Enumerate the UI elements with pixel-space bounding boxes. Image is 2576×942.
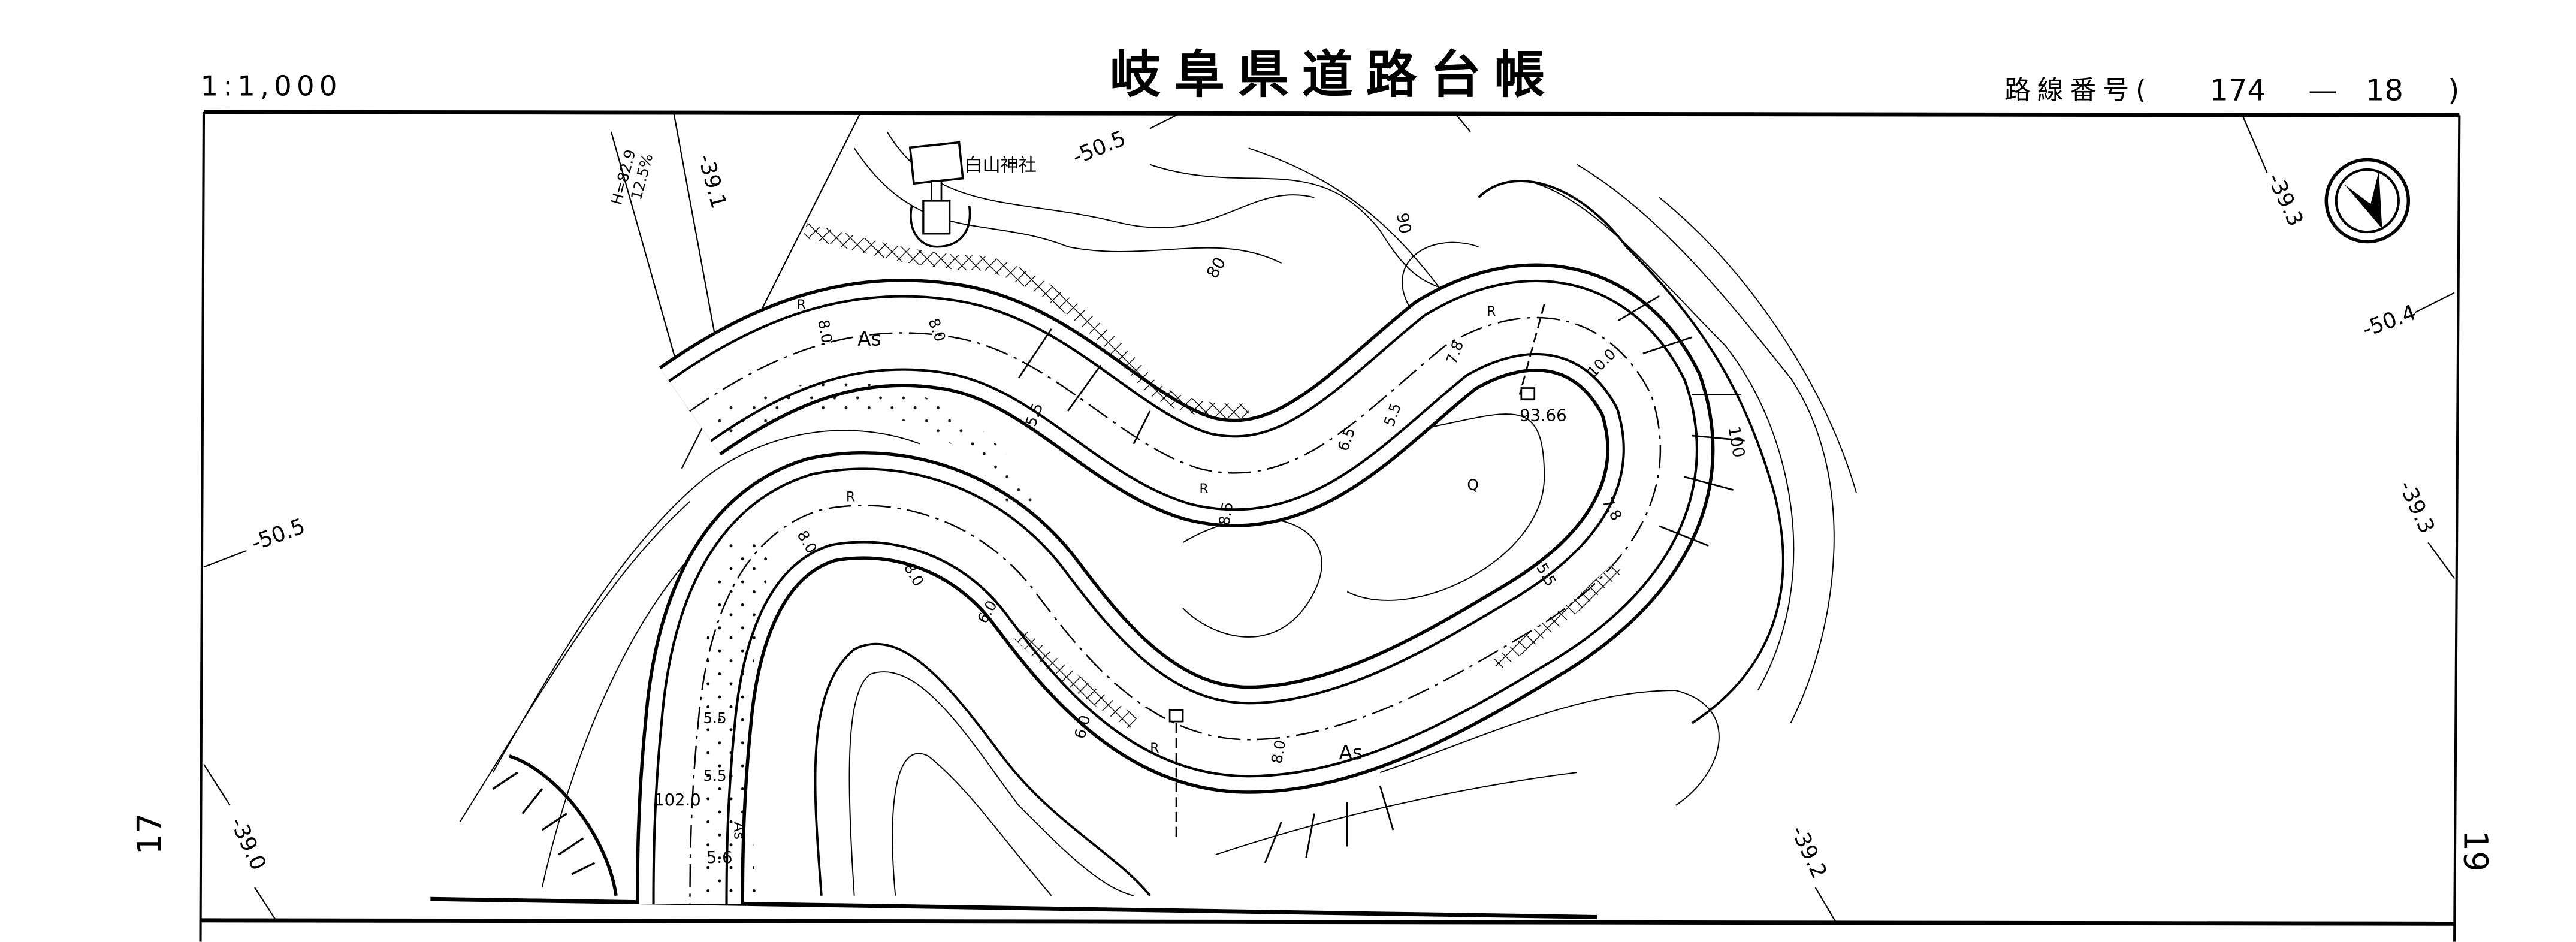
north-arrow-icon — [2324, 158, 2411, 244]
curb-label: R — [797, 298, 806, 313]
route-dash: — — [2308, 73, 2338, 108]
surface-label: As — [1339, 741, 1363, 764]
benchmark-note: H=82.9 12.5% — [608, 147, 656, 206]
curb-label: R — [1487, 304, 1496, 319]
contour-label: 80 — [1203, 254, 1230, 282]
grid-label: -50.5 — [1069, 126, 1130, 170]
grid-label: -39.0 — [225, 814, 271, 874]
elevation-label: 93.66 — [1520, 406, 1566, 425]
map-title: 岐阜県道路台帳 — [1110, 46, 1558, 105]
route-close: ) — [2448, 73, 2459, 108]
adjacent-sheet-right: 19 — [2457, 830, 2495, 872]
contour-label: 90 — [1393, 212, 1415, 236]
width-label: 5.5 — [703, 767, 726, 784]
route-label: 路線番号( — [2004, 75, 2152, 105]
contour-label: 100 — [1724, 425, 1748, 459]
grid-label: -50.4 — [2359, 300, 2420, 342]
road — [636, 223, 1745, 904]
width-label: 5.5 — [703, 709, 726, 727]
terrain-symbol: Q — [1467, 476, 1478, 494]
adjacent-sheet-left: 17 — [131, 813, 169, 855]
survey-point — [1168, 709, 1184, 723]
route-section: 18 — [2366, 73, 2403, 108]
route-number: 路線番号( 174 — 18 ) — [2004, 73, 2460, 108]
road-annotations: As As As 93.66 102.0 80 90 100 10.0 7.8 … — [654, 212, 1748, 867]
route-number-value: 174 — [2210, 73, 2266, 108]
grid-label: -39.2 — [1786, 822, 1831, 883]
width-label: 8.0 — [814, 318, 835, 345]
grid-label: -39.3 — [2394, 477, 2439, 538]
shrine-label: 白山神社 — [964, 155, 1037, 176]
surface-label: As — [731, 822, 748, 840]
grid-label: -39.1 — [693, 152, 731, 212]
width-label: 8.0 — [1268, 739, 1289, 765]
curb-label: R — [846, 490, 855, 505]
cliff-hatching — [492, 754, 618, 896]
surface-label: As — [857, 327, 881, 350]
shrine: 白山神社 — [908, 141, 1037, 248]
grid-label: -50.5 — [248, 514, 309, 555]
curb-label: R — [1199, 482, 1208, 497]
grid-label: -39.3 — [2262, 170, 2308, 230]
width-label: 8.5 — [1215, 500, 1236, 527]
map-frame — [199, 110, 2461, 942]
elevation-label: 102.0 — [654, 791, 700, 810]
map-scale: 1:1,000 — [200, 70, 342, 102]
width-label: 5.6 — [706, 849, 733, 867]
curb-label: R — [1150, 741, 1159, 756]
grid-lines — [203, 111, 2456, 924]
survey-point — [1520, 387, 1536, 401]
